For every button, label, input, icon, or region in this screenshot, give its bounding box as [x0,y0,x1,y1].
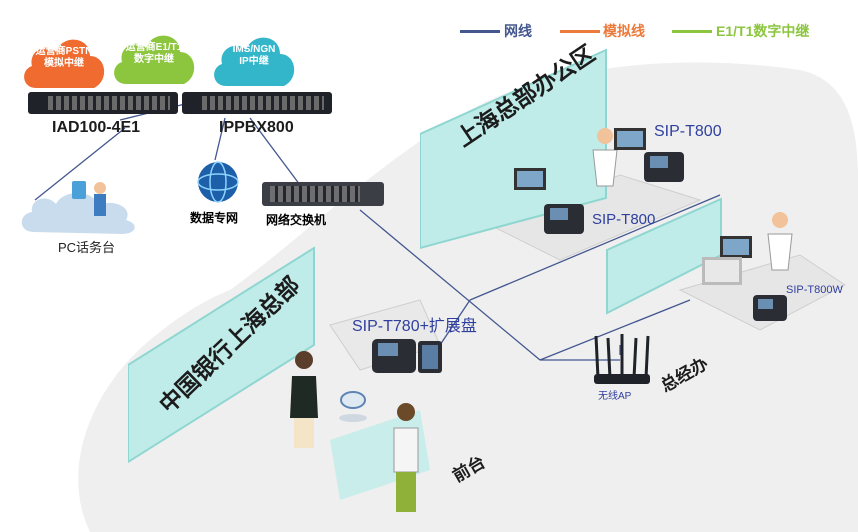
monitor-icon [702,257,742,285]
private-net-label: 数据专网 [190,211,239,225]
ippbx-device [182,92,332,114]
globe-icon [197,161,239,203]
pc-cloud-icon [21,181,135,234]
person-icon [592,128,618,187]
ethernet-lines [34,103,721,361]
legend-swatch-ethernet [460,30,500,33]
monitor-icon [614,128,646,150]
switch-device [262,182,384,206]
ippbx-label: IPPBX800 [219,119,294,136]
pstn-cloud-line2: 模拟中继 [44,58,84,69]
switch-label: 网络交换机 [266,213,327,227]
sip-phone-icon [644,152,684,182]
person-icon [290,351,318,448]
phone-label-t800-top: SIP-T800 [654,123,722,140]
bank-glass-wall [128,246,315,464]
monitor-icon [720,236,752,258]
ims-cloud-line1: IMS/NGN [232,44,276,55]
cloud-icon [114,35,195,84]
sip-phone-icon [372,339,442,373]
pstn-cloud-line1: 运营商PSTN [35,46,93,57]
ims-cloud-line2: IP中继 [239,56,269,67]
iad-label: IAD100-4E1 [52,119,141,136]
iad-device [28,92,178,114]
sip-phone-icon [753,295,787,321]
phone-label-t780: SIP-T780+扩展盘 [352,318,477,335]
e1t1-cloud-line1: 运营商E1/T1 [125,42,183,53]
person-icon [767,212,793,271]
wireless-ap-icon [594,334,650,384]
legend-swatch-analog [560,30,600,33]
cloud-icon [214,37,295,86]
sip-phone-icon [544,204,584,234]
lamp-icon [339,391,367,422]
legend-swatch-e1 [672,30,712,33]
legend-label-e1: E1/T1数字中继 [716,23,810,39]
monitor-icon [514,168,546,190]
phone-label-t800-mid: SIP-T800 [592,211,656,228]
pc-console-label: PC话务台 [58,240,116,255]
phone-label-t800w: SIP-T800W [786,284,843,296]
ap-label: 无线AP [598,391,632,402]
person-icon [393,403,419,512]
office-glass-wall [420,48,607,250]
legend-label-ethernet: 网线 [504,23,532,39]
cloud-icon [24,39,105,88]
legend-label-analog: 模拟线 [603,23,645,39]
e1t1-cloud-line2: 数字中继 [134,54,174,65]
